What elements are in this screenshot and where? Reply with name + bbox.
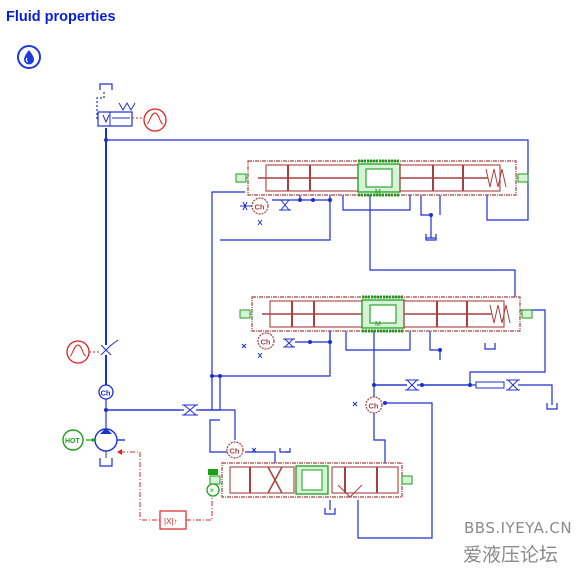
motor-label-top: M bbox=[375, 189, 381, 196]
watermark-site: BBS.IYEYA.CN bbox=[464, 519, 573, 537]
actuator-top bbox=[234, 159, 530, 197]
fluid-properties-button[interactable] bbox=[17, 45, 41, 69]
svg-text:Ch: Ch bbox=[261, 338, 271, 347]
directional-valve-top bbox=[97, 101, 143, 127]
svg-text:Ch: Ch bbox=[369, 402, 379, 411]
hydraulic-lines bbox=[96, 83, 553, 539]
heater-icon: HOT bbox=[62, 429, 84, 451]
svg-text:|X|↑: |X|↑ bbox=[164, 517, 178, 526]
svg-text:×: × bbox=[210, 486, 215, 495]
pressure-relief-symbol bbox=[100, 339, 119, 356]
check-valve-cluster-middle: Ch bbox=[241, 332, 275, 359]
watermark-forum: 爱液压论坛 bbox=[463, 544, 559, 566]
motor-label-middle: M bbox=[375, 321, 381, 328]
check-valve-cluster-top: Ch bbox=[240, 197, 269, 226]
svg-text:Ch: Ch bbox=[230, 447, 240, 456]
heater-label: HOT bbox=[65, 438, 81, 445]
droplet-icon bbox=[24, 50, 34, 65]
actuator-middle bbox=[238, 295, 534, 333]
svg-text:Ch: Ch bbox=[255, 203, 265, 212]
signal-source-top-icon bbox=[143, 108, 167, 132]
sensor-cross-icon: × bbox=[206, 483, 220, 497]
signal-gain-block: |X|↑ bbox=[159, 510, 187, 530]
orifice-symbols bbox=[182, 199, 520, 416]
signal-source-left-icon bbox=[66, 340, 100, 364]
junction-dots bbox=[104, 138, 472, 412]
check-valve-cluster-bottom: Ch bbox=[226, 441, 257, 459]
hydraulic-pump bbox=[86, 428, 125, 458]
page-title: Fluid properties bbox=[6, 9, 116, 25]
check-valve-cluster-right: Ch bbox=[352, 396, 383, 414]
actuator-bottom bbox=[208, 462, 413, 498]
control-signal-loop bbox=[120, 451, 213, 521]
check-valve-left: Ch bbox=[98, 384, 114, 400]
check-label: Ch bbox=[101, 389, 111, 398]
tank-symbols bbox=[99, 234, 558, 515]
